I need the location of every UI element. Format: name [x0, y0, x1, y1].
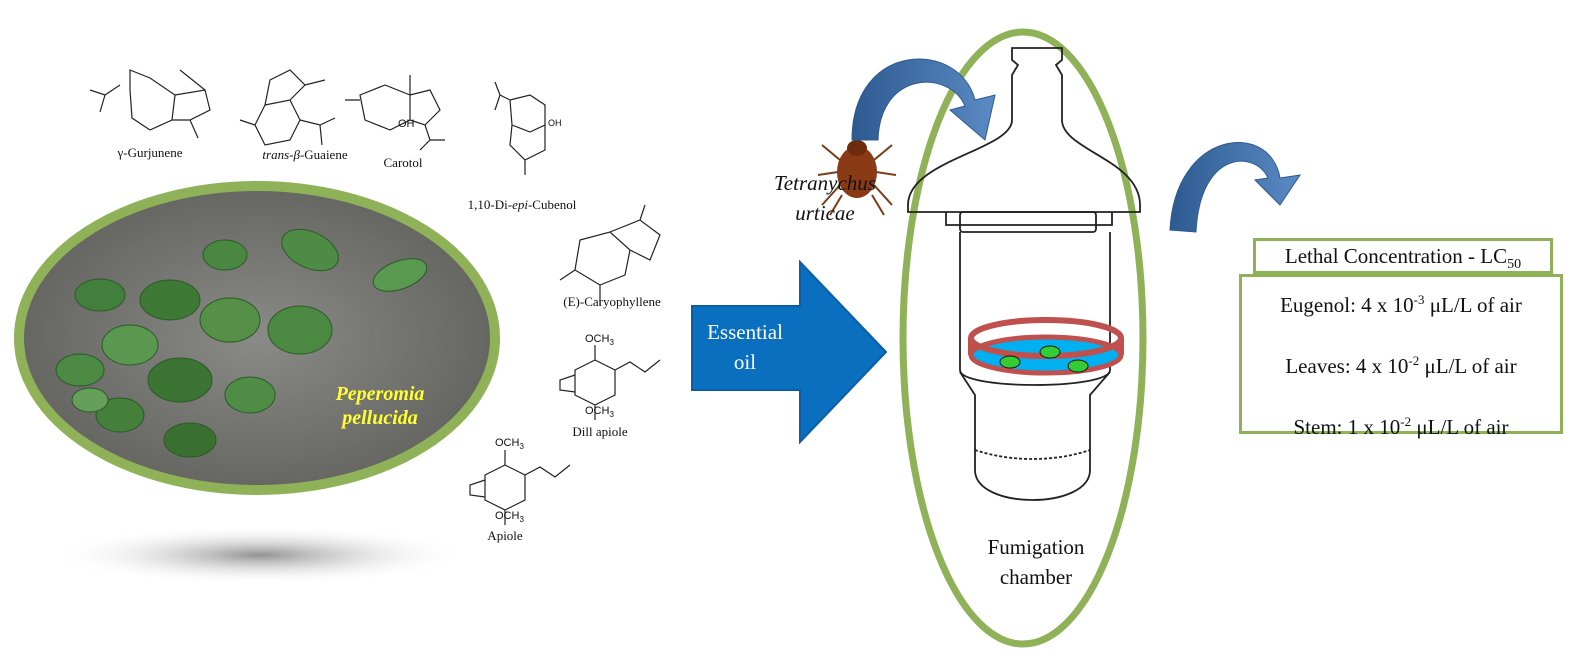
plant-shadow: [50, 525, 470, 585]
lc50-title-box: Lethal Concentration - LC50: [1253, 238, 1553, 274]
leaf-disc: [999, 355, 1021, 369]
gurjunene-structure: [89, 69, 211, 139]
lc50-results-box: Eugenol: 4 x 10-3 μL/L of air Leaves: 4 …: [1239, 274, 1563, 439]
cubenol-structure: [494, 81, 546, 175]
lc50-title: Lethal Concentration - LC: [1284, 244, 1508, 268]
chem-och3: OCH3: [495, 437, 524, 452]
curved-arrow-in: [851, 58, 996, 141]
molecule-label-carotol: Carotol: [383, 155, 423, 170]
leaf-disc: [1039, 345, 1061, 359]
fumigation-chamber-drawing: [907, 47, 1141, 501]
curved-arrow-out: [1169, 142, 1302, 233]
molecule-label-cubenol: 1,10-Di-epi-Cubenol: [467, 197, 577, 212]
lc50-subscript: 50: [1507, 257, 1522, 273]
plant-leaves: [55, 228, 428, 458]
plant-photo-frame: [14, 181, 500, 495]
caryophyllene-structure: [559, 204, 661, 305]
essential-oil-arrow: [691, 259, 888, 445]
carotol-structure: [345, 75, 445, 151]
result-row-stem: Stem: 1 x 10-2 μL/L of air: [1293, 414, 1509, 439]
mite-image: [817, 140, 897, 216]
chem-oh: OH: [548, 118, 562, 128]
molecule-label-apiole: Apiole: [487, 528, 523, 543]
chem-och3: OCH3: [585, 405, 614, 420]
molecule-structures: [89, 69, 661, 525]
apiole-structure: [469, 450, 571, 525]
chem-och3: OCH3: [495, 510, 524, 525]
result-row-leaves: Leaves: 4 x 10-2 μL/L of air: [1285, 353, 1517, 378]
chamber-frame: [899, 28, 1147, 648]
molecule-label-guaiene: trans-β-Guaiene: [262, 147, 348, 162]
chem-och3: OCH3: [585, 333, 614, 348]
guaiene-structure: [239, 69, 336, 146]
molecule-label-caryophyllene: (E)-Caryophyllene: [563, 294, 661, 309]
petri-dish: [968, 317, 1124, 376]
dill-apiole-structure: [559, 345, 661, 420]
molecule-label-gurjunene: γ-Gurjunene: [117, 145, 183, 160]
result-row-eugenol: Eugenol: 4 x 10-3 μL/L of air: [1280, 292, 1522, 317]
molecule-label-dill-apiole: Dill apiole: [572, 424, 628, 439]
chem-oh: OH: [398, 118, 415, 130]
leaf-disc: [1067, 359, 1089, 373]
